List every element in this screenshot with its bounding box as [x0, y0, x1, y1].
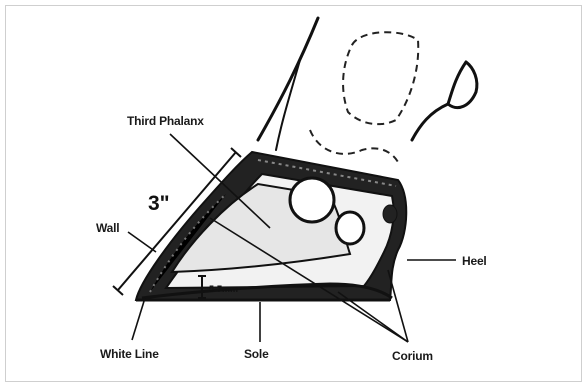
label-third-phalanx: Third Phalanx [127, 114, 204, 128]
label-heel: Heel [462, 254, 487, 268]
label-sole: Sole [244, 347, 269, 361]
label-sole-depth: 5-7mm [209, 284, 238, 294]
bone-outline-dashed [310, 32, 418, 162]
label-wall-length: 3" [148, 192, 170, 215]
label-white-line: White Line [100, 347, 159, 361]
leader-white-line [132, 298, 145, 340]
label-corium: Corium [392, 349, 433, 363]
pastern-outline [258, 18, 477, 150]
leader-wall [128, 232, 156, 252]
label-wall: Wall [96, 221, 119, 235]
